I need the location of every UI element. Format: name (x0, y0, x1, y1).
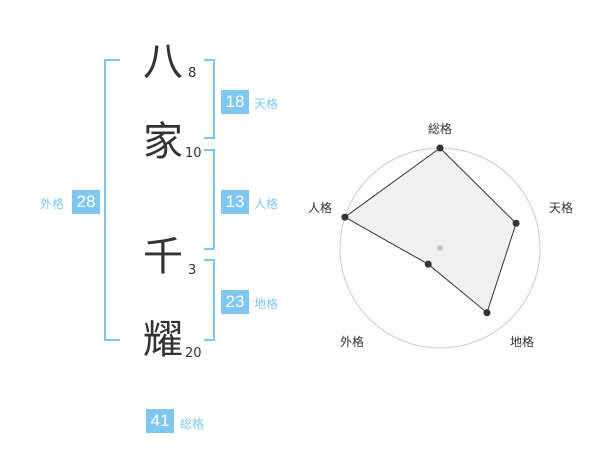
radar-data-area (343, 147, 517, 314)
soukaku-label: 総格 (180, 417, 205, 431)
radar-points (341, 144, 520, 317)
name-char-3: 千 (143, 234, 183, 280)
radar-point (424, 260, 432, 268)
jinkaku-badge: 13 (221, 190, 249, 214)
soukaku-badge: 41 (146, 409, 174, 433)
stroke-count-3: 3 (188, 263, 197, 278)
tenkaku-badge: 18 (221, 90, 249, 114)
name-char-1: 八 (143, 39, 183, 85)
stroke-count-1: 8 (188, 66, 197, 81)
name-char-2: 家 (143, 119, 183, 165)
stroke-count-4: 20 (185, 346, 202, 361)
radar-point (512, 219, 520, 227)
radar-label-soukaku: 総格 (428, 121, 452, 136)
gaikaku-badge: 28 (72, 190, 100, 214)
chikaku-label: 地格 (254, 297, 279, 311)
gaikaku-label: 外格 (40, 197, 65, 211)
radar-center-dot (437, 245, 443, 251)
stroke-count-2: 10 (185, 146, 202, 161)
radar-point (436, 144, 444, 152)
radar-point (341, 213, 349, 221)
chikaku-badge: 23 (221, 290, 249, 314)
radar-label-tenkaku: 天格 (549, 200, 573, 215)
name-char-4: 耀 (143, 317, 183, 363)
radar-label-jinkaku: 人格 (308, 200, 332, 215)
radar-point (483, 309, 491, 317)
radar-label-gaikaku: 外格 (340, 334, 364, 349)
jinkaku-label: 人格 (254, 197, 279, 211)
tenkaku-label: 天格 (254, 97, 279, 111)
radar-label-chikaku: 地格 (510, 334, 534, 349)
